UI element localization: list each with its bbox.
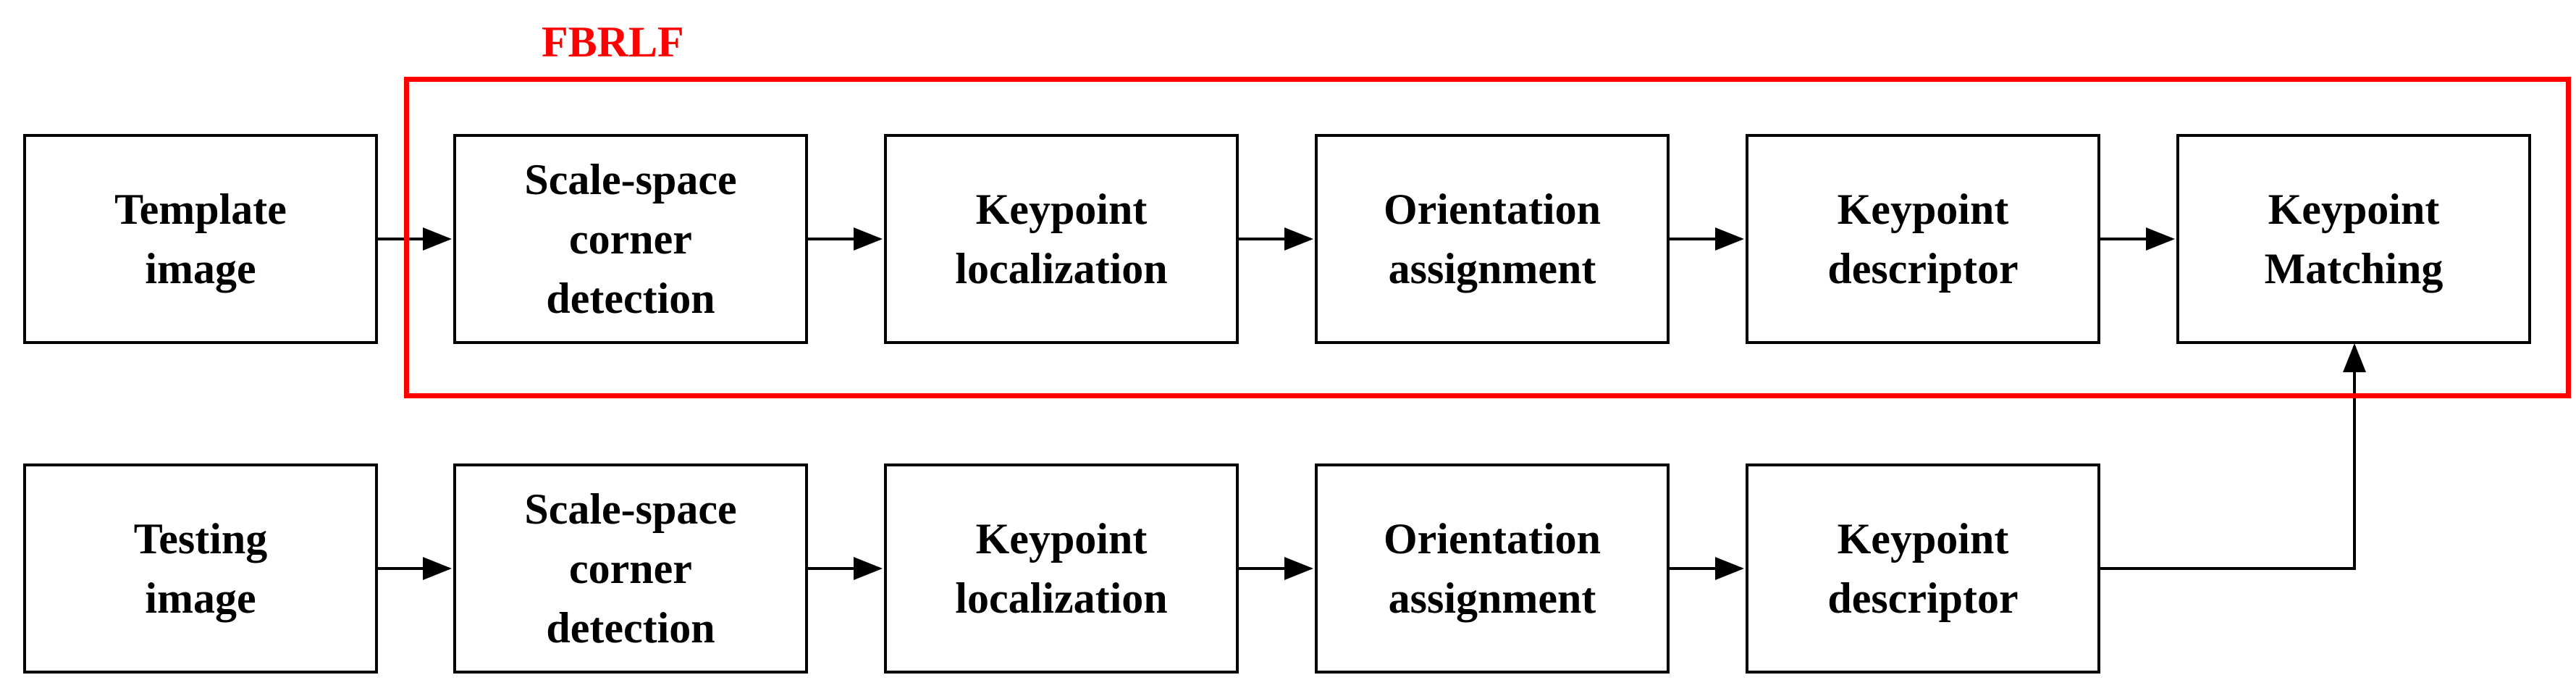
testing-image-box: Testing image xyxy=(23,463,378,674)
arrow-bottom-descriptor-to-matching xyxy=(2098,343,2366,570)
fbrlf-frame xyxy=(404,77,2571,398)
top-orientation-assignment-box: Orientation assignment xyxy=(1315,134,1670,344)
top-scale-space-corner-detection-box: Scale-space corner detection xyxy=(453,134,808,344)
top-keypoint-descriptor-box: Keypoint descriptor xyxy=(1746,134,2100,344)
bottom-scale-space-corner-detection-box: Scale-space corner detection xyxy=(453,463,808,674)
bottom-keypoint-localization-box: Keypoint localization xyxy=(884,463,1239,674)
template-image-box: Template image xyxy=(23,134,378,344)
bottom-orientation-assignment-box: Orientation assignment xyxy=(1315,463,1670,674)
bottom-keypoint-descriptor-box: Keypoint descriptor xyxy=(1746,463,2100,674)
keypoint-matching-box: Keypoint Matching xyxy=(2176,134,2531,344)
fbrlf-label: FBRLF xyxy=(542,18,684,66)
top-keypoint-localization-box: Keypoint localization xyxy=(884,134,1239,344)
